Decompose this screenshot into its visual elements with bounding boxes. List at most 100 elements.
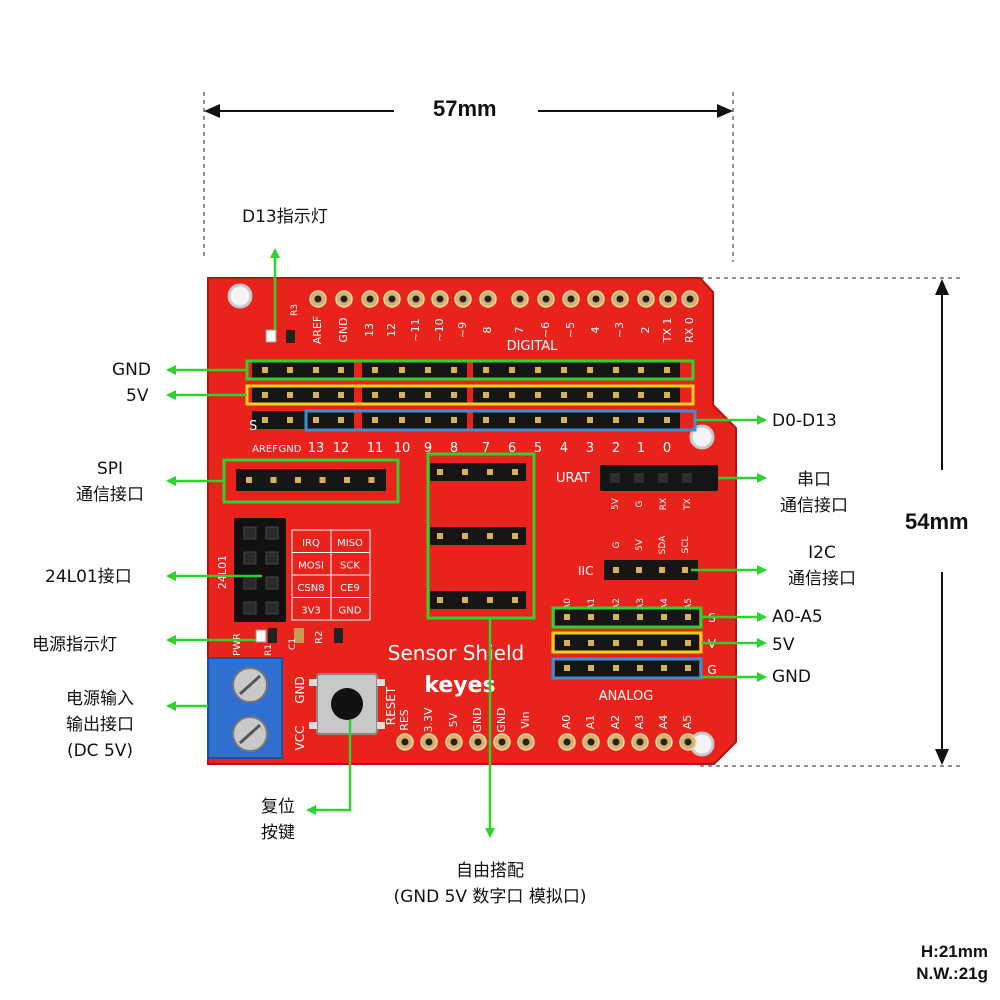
analog-pad-hole [612,738,620,746]
uart-pin-label: TX [683,498,693,511]
digital-top-label: 8 [481,327,494,334]
digital-bottom-label: 10 [394,441,411,456]
header-pin [613,367,619,373]
height-dimension-label: 54mm [905,509,969,534]
brand-name: Sensor Shield [388,641,524,665]
digital-top-label: 7 [513,327,526,334]
digital-pad-hole [642,295,650,303]
analog-strip [555,634,699,652]
analog-bottom-label: A1 [584,715,597,730]
digital-top-label: ~10 [433,318,446,341]
digital-s-label: S [249,419,257,434]
power-header-label: 3.3V [422,707,435,732]
header-pin [372,417,378,423]
analog-bottom-label: A0 [560,715,573,730]
callout-free-line2: (GND 5V 数字口 模拟口) [393,887,587,907]
callout-i2c-line1: I2C [808,543,836,563]
header-pin [638,417,644,423]
nrf-hole [265,601,279,615]
header-strip [577,386,680,404]
callout-5v-bottom: 5V [772,635,795,655]
digital-pad-hole [686,295,694,303]
header-pin [613,392,619,398]
free-header-pin [512,597,518,603]
r1-label: R1 [264,644,274,656]
digital-bottom-label: 2 [612,441,620,456]
header-pin [262,417,268,423]
uart-hole [682,473,692,483]
digital-top-label: GND [337,317,350,342]
header-pin [587,417,593,423]
nrf-pin-label: MOSI [298,561,324,572]
callout-reset: 复位 按键 [236,794,320,846]
digital-top-label: 13 [363,323,376,337]
header-strip [362,361,467,379]
nrf-pin-label: 3V3 [301,606,321,617]
header-pin [509,392,515,398]
analog-strip [555,608,699,626]
header-pin [561,392,567,398]
digital-pad-hole [436,295,444,303]
reset-button-cap[interactable] [331,688,363,720]
analog-pin [685,665,691,671]
nrf-hole [243,526,257,540]
i2c-pin-label: SCL [681,536,691,553]
analog-pin [637,614,643,620]
header-strip [252,386,354,404]
analog-pad-hole [684,738,692,746]
header-strip [473,361,577,379]
callout-reset-line1: 复位 [261,797,295,817]
digital-pad-hole [314,295,322,303]
resistor-r2 [334,628,343,643]
digital-pad-hole [616,295,624,303]
analog-title: ANALOG [599,689,654,704]
power-pad-hole [522,738,530,746]
callout-power-line3: (DC 5V) [66,741,134,761]
callout-d0-d13: D0-D13 [772,411,837,431]
spi-strip [236,469,386,491]
digital-bottom-label: AREF [252,444,278,455]
free-header-pin [487,533,493,539]
callout-arrows [166,248,767,838]
analog-pin [564,640,570,646]
header-pin [338,392,344,398]
power-pad-hole [474,738,482,746]
header-pin [535,367,541,373]
d13-led [265,329,277,343]
reset-board-label: RESET [384,686,398,725]
digital-pad-hole [516,295,524,303]
free-header-strip [430,463,526,481]
power-pad-hole [401,738,409,746]
nrf-hole [265,576,279,590]
free-header-pin [487,469,493,475]
spi-pin [270,477,277,483]
digital-pad-hole [340,295,348,303]
analog-bottom-label: A4 [657,715,670,730]
specs: H:21mm N.W.:21g [916,941,988,985]
header-pin [287,392,293,398]
spec-height: H:21mm [920,942,988,961]
power-header-label: GND [471,707,484,732]
analog-top-label: A2 [612,598,622,610]
analog-pin [613,665,619,671]
callout-gnd-bottom: GND [772,667,811,687]
analog-pad-hole [563,738,571,746]
digital-title: DIGITAL [507,339,559,354]
free-header-pin [437,469,443,475]
header-pin [483,417,489,423]
r2-label: R2 [314,631,325,644]
nrf-socket [234,518,286,622]
brand-keyes: keyes [424,673,495,698]
header-pin [262,367,268,373]
header-strip [362,386,467,404]
digital-top-label: ~11 [409,318,422,341]
free-header-pin [462,597,468,603]
header-pin [313,392,319,398]
analog-pin [613,614,619,620]
digital-top-label: ~5 [564,322,577,338]
resistor-r1 [268,628,277,643]
callout-free-line1: 自由搭配 [456,861,524,881]
